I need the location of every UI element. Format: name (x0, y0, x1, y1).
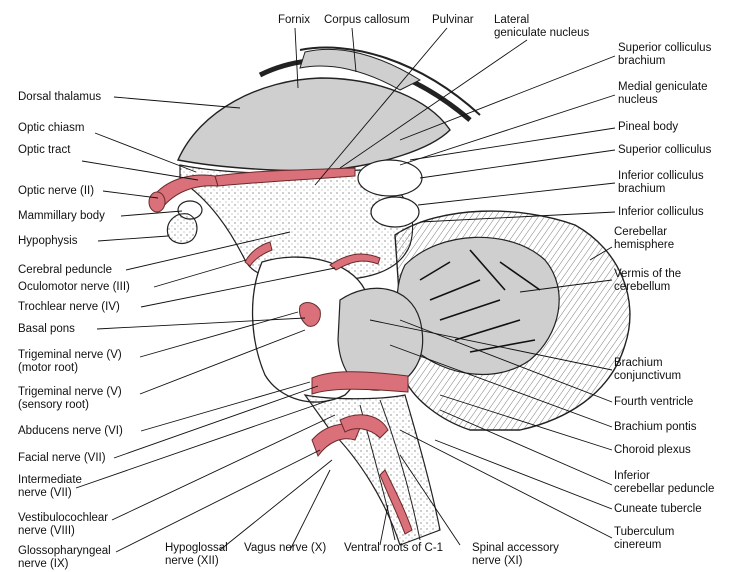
inferior-colliculus-shape (371, 197, 419, 227)
facial-nerve-shape (312, 372, 408, 394)
label-dorsal-thalamus: Dorsal thalamus (18, 91, 101, 104)
label-corpus-callosum: Corpus callosum (324, 14, 410, 27)
label-glossopharyngeal-nerve: Glossopharyngeal nerve (IX) (18, 545, 111, 571)
label-fornix: Fornix (278, 14, 310, 27)
label-abducens-nerve: Abducens nerve (VI) (18, 425, 123, 438)
label-basal-pons: Basal pons (18, 323, 75, 336)
label-mammillary-body: Mammillary body (18, 210, 105, 223)
label-inferior-colliculus: Inferior colliculus (618, 206, 704, 219)
label-lateral-geniculate: Lateral geniculate nucleus (494, 14, 589, 40)
label-pulvinar: Pulvinar (432, 14, 474, 27)
label-cerebral-peduncle: Cerebral peduncle (18, 264, 112, 277)
label-tuberculum-cinereum: Tuberculum cinereum (614, 526, 674, 552)
label-inferior-colliculus-brachium: Inferior colliculus brachium (618, 170, 704, 196)
label-brachium-pontis: Brachium pontis (614, 421, 696, 434)
label-vagus-nerve: Vagus nerve (X) (244, 542, 326, 555)
label-superior-colliculus-brachium: Superior colliculus brachium (618, 42, 711, 68)
label-intermediate-nerve: Intermediate nerve (VII) (18, 474, 82, 500)
label-choroid-plexus: Choroid plexus (614, 444, 691, 457)
label-vermis: Vermis of the cerebellum (614, 268, 681, 294)
label-ventral-roots: Ventral roots of C-1 (344, 542, 443, 555)
label-inferior-cerebellar-peduncle: Inferior cerebellar peduncle (614, 470, 714, 496)
label-optic-chiasm: Optic chiasm (18, 122, 84, 135)
hypophysis-shape (167, 214, 196, 244)
label-fourth-ventricle: Fourth ventricle (614, 396, 693, 409)
label-cuneate-tubercle: Cuneate tubercle (614, 503, 702, 516)
label-superior-colliculus: Superior colliculus (618, 144, 711, 157)
label-brachium-conjunctivum: Brachium conjunctivum (614, 357, 681, 383)
label-pineal-body: Pineal body (618, 121, 678, 134)
label-trochlear-nerve: Trochlear nerve (IV) (18, 301, 120, 314)
label-oculomotor-nerve: Oculomotor nerve (III) (18, 281, 130, 294)
label-vestibulocochlear-nerve: Vestibulocochlear nerve (VIII) (18, 512, 108, 538)
label-trigeminal-sensory: Trigeminal nerve (V) (sensory root) (18, 386, 122, 412)
label-facial-nerve: Facial nerve (VII) (18, 452, 106, 465)
label-optic-tract: Optic tract (18, 144, 70, 157)
label-cerebellar-hemisphere: Cerebellar hemisphere (614, 226, 674, 252)
label-optic-nerve: Optic nerve (II) (18, 185, 94, 198)
label-hypophysis: Hypophysis (18, 235, 77, 248)
label-hypoglossal-nerve: Hypoglossal nerve (XII) (165, 542, 228, 568)
label-trigeminal-motor: Trigeminal nerve (V) (motor root) (18, 349, 122, 375)
label-medial-geniculate: Medial geniculate nucleus (618, 81, 708, 107)
label-spinal-accessory-nerve: Spinal accessory nerve (XI) (472, 542, 559, 568)
dorsal-thalamus-shape (178, 78, 450, 171)
superior-colliculus-shape (358, 160, 422, 196)
